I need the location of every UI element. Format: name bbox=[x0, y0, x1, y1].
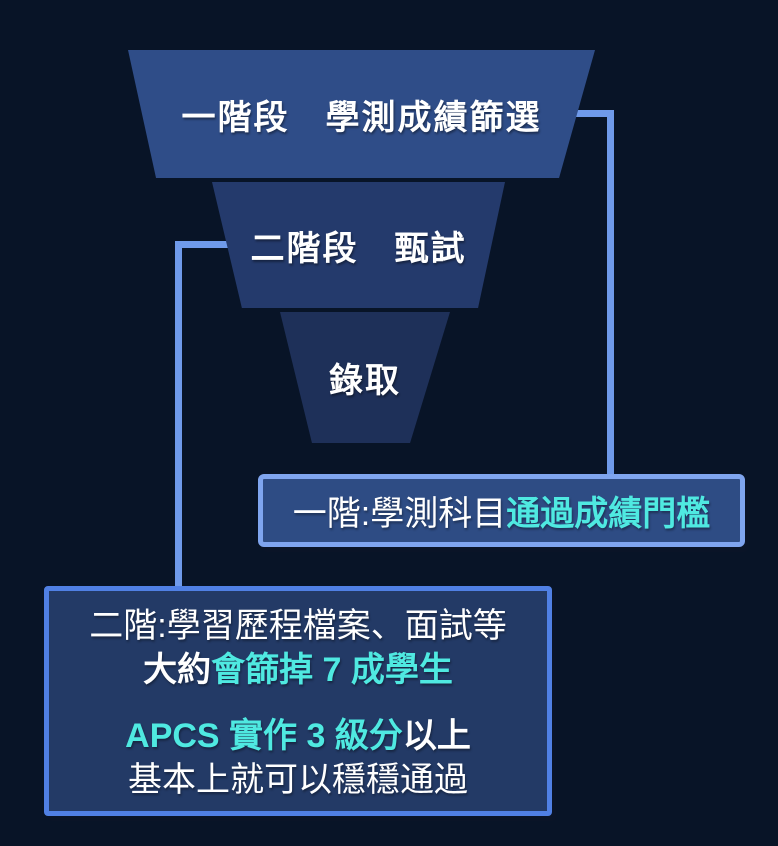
funnel-stage-1-label: 一階段 學測成績篩選 bbox=[181, 98, 542, 137]
funnel-stage-2: 二階段 甄試 bbox=[212, 182, 505, 308]
callout-stage2-line2-highlight: 會篩掉 7 成學生 bbox=[211, 651, 453, 689]
funnel-stage-3: 錄取 bbox=[280, 312, 450, 443]
callout-stage1-criteria: 一階:學測科目通過成績門檻 bbox=[258, 474, 745, 547]
funnel-stage-1: 一階段 學測成績篩選 bbox=[128, 50, 595, 178]
funnel-stage-3-label: 錄取 bbox=[329, 362, 401, 400]
connector-right-vertical bbox=[607, 110, 614, 478]
funnel-stage-2-label: 二階段 甄試 bbox=[250, 229, 467, 268]
callout-stage1-text: 一階:學測科目通過成績門檻 bbox=[293, 486, 710, 535]
callout-stage2-line4: 基本上就可以穩穩通過 bbox=[128, 761, 468, 799]
connector-left-horizontal bbox=[175, 241, 230, 248]
callout-stage2-criteria: 二階:學習歷程檔案、面試等 大約會篩掉 7 成學生 APCS 實作 3 級分以上… bbox=[44, 586, 552, 816]
callout-stage2-line3-highlight: APCS 實作 3 級分 bbox=[125, 717, 403, 755]
callout-stage1-highlight: 通過成績門檻 bbox=[506, 495, 711, 533]
callout-stage2-line3: APCS 實作 3 級分以上 bbox=[125, 714, 471, 758]
callout-stage2-line2-prefix: 大約 bbox=[143, 651, 212, 689]
connector-left-vertical bbox=[175, 241, 182, 591]
callout-stage2-line2: 大約會篩掉 7 成學生 bbox=[143, 648, 453, 692]
callout-stage2-line3-suffix: 以上 bbox=[402, 717, 471, 755]
callout-stage1-prefix: 一階:學測科目 bbox=[292, 495, 507, 533]
connector-right-horizontal bbox=[572, 110, 614, 117]
callout-stage2-line1: 二階:學習歷程檔案、面試等 bbox=[89, 607, 507, 645]
